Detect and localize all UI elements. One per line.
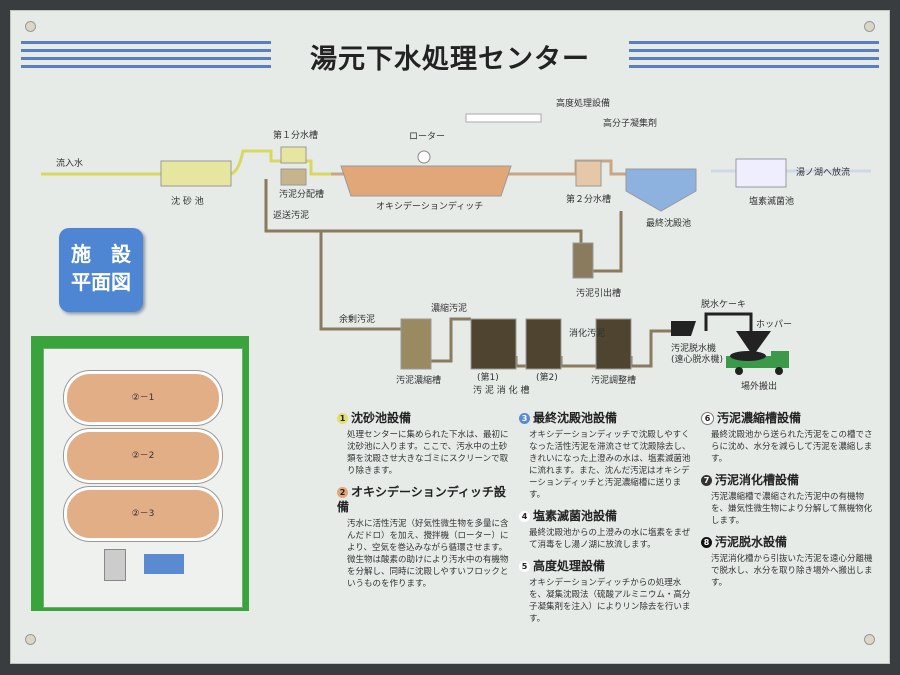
label-split2: 第２分水槽 — [566, 193, 611, 205]
desc-title: 汚泥脱水設備 — [715, 535, 788, 549]
label-digester: 汚 泥 消 化 槽 — [473, 384, 529, 396]
desc-title: 塩素滅菌池設備 — [533, 509, 618, 523]
label-thickener: 汚泥濃縮槽 — [396, 374, 441, 386]
truck-icon — [726, 351, 789, 375]
thickener-tank — [400, 318, 432, 370]
label-haul: 場外搬出 — [741, 380, 777, 392]
label-sludge-draw: 汚泥引出槽 — [576, 287, 621, 299]
pond-2-3: ②－3 — [64, 487, 222, 541]
desc-text: オキシデーションディッチからの処理水を、凝集沈殿法（硫酸アルミニウム・高分子凝集… — [529, 578, 691, 624]
sludge-draw-tank — [572, 242, 594, 279]
label-chlorine: 塩素滅菌池 — [749, 195, 794, 207]
site-plan: ②－1 ②－2 ②－3 — [31, 336, 249, 611]
process-flow-diagram: 流入水 沈 砂 池 第１分水槽 汚泥分配槽 ローター オキシデーションディッチ … — [41, 97, 871, 396]
pond-2-2: ②－2 — [64, 429, 222, 483]
label-grit: 沈 砂 池 — [171, 195, 204, 207]
label-od: オキシデーションディッチ — [376, 200, 483, 212]
label-excess: 余剰汚泥 — [339, 313, 375, 325]
title-stripes-left — [21, 41, 271, 75]
desc-title: 汚泥濃縮槽設備 — [717, 411, 802, 425]
label-dewater-sub: (遠心脱水機) — [671, 353, 723, 365]
rotor-icon — [417, 150, 431, 164]
desc-title: 最終沈殿池設備 — [533, 411, 618, 425]
desc-title: 高度処理設備 — [533, 559, 606, 573]
sludge-dist-tank — [280, 168, 307, 186]
label-digested: 消化汚泥 — [569, 327, 605, 339]
label-final: 最終沈殿池 — [646, 217, 691, 229]
desc-text: 最終沈殿池から送られた汚泥をこの槽でさらに沈め、水分を減らして汚泥を濃縮します。 — [711, 430, 873, 464]
label-cake: 脱水ケーキ — [701, 298, 746, 310]
label-split1: 第１分水槽 — [273, 129, 318, 141]
desc-text: 最終沈殿池からの上澄みの水に塩素をまぜて消毒をし湯ノ湖に放流します。 — [529, 528, 691, 550]
chlorine-tank — [735, 158, 787, 188]
dewater-machine-icon — [671, 321, 696, 336]
advanced-equipment — [465, 113, 542, 123]
label-rotor: ローター — [409, 131, 445, 142]
desc-title: 汚泥消化槽設備 — [715, 473, 800, 487]
grit-chamber — [160, 160, 232, 187]
label-hopper: ホッパー — [756, 319, 792, 330]
badge-line1: 施 設 — [71, 242, 131, 266]
oxidation-ditch — [340, 165, 512, 197]
desc-title: オキシデーションディッチ設備 — [337, 485, 506, 514]
label-adjust: 汚泥調整槽 — [591, 374, 636, 386]
label-inflow: 流入水 — [56, 157, 83, 169]
label-advanced: 高度処理設備 — [556, 97, 610, 109]
pond-2-1: ②－1 — [64, 371, 222, 425]
split-tank-1 — [280, 146, 307, 164]
page-title: 湯元下水処理センター — [11, 37, 889, 76]
label-dewater: 汚泥脱水機 — [671, 342, 716, 354]
screw — [864, 21, 875, 32]
desc-text: 汚泥濃縮槽で濃縮された汚泥中の有機物を、嫌気性微生物により分解して無機物化します… — [711, 492, 873, 526]
site-final-clarifier — [144, 554, 184, 574]
label-return-sludge: 返送汚泥 — [273, 209, 309, 221]
digester-tank-1 — [470, 318, 517, 370]
signboard: 湯元下水処理センター 流入水 沈 砂 池 第１分水槽 汚泥分配槽 ローター オキ… — [10, 10, 890, 664]
label-discharge: 湯ノ湖へ放流 — [796, 166, 850, 178]
title-stripes-right — [629, 41, 879, 75]
badge-line2: 平面図 — [71, 270, 131, 294]
desc-text: 汚泥消化槽から引抜いた汚泥を遠心分離機で脱水し、水分を取り除き場外へ搬出します。 — [711, 554, 873, 588]
label-digester1: (第1) — [477, 371, 499, 383]
site-plan-badge: 施 設平面図 — [59, 228, 143, 312]
adjust-tank — [595, 318, 632, 370]
label-sludge-dist: 汚泥分配槽 — [279, 188, 324, 200]
screw — [25, 21, 36, 32]
screw — [864, 634, 875, 645]
desc-text: オキシデーションディッチで沈殿しやすくなった活性汚泥を滞流させて沈殿除去し、きれ… — [529, 430, 691, 500]
cake-conveyor — [704, 312, 753, 341]
desc-text: 汚水に活性汚泥（好気性微生物を多量に含んだドロ）を加え、攪拌機（ローター）により… — [347, 519, 509, 589]
hopper-icon — [736, 331, 771, 356]
label-digester2: (第2) — [536, 371, 558, 383]
split-tank-2 — [575, 160, 602, 187]
label-polymer: 高分子凝集剤 — [603, 117, 657, 129]
desc-text: 処理センターに集められた下水は、最初に沈砂池に入ります。ここで、汚水中の土砂類を… — [347, 430, 509, 476]
desc-title: 沈砂池設備 — [351, 411, 412, 425]
site-building — [104, 549, 126, 581]
digester-tank-2 — [525, 318, 562, 370]
label-thickened: 濃縮汚泥 — [431, 302, 467, 314]
final-clarifier — [625, 168, 697, 212]
screw — [25, 634, 36, 645]
